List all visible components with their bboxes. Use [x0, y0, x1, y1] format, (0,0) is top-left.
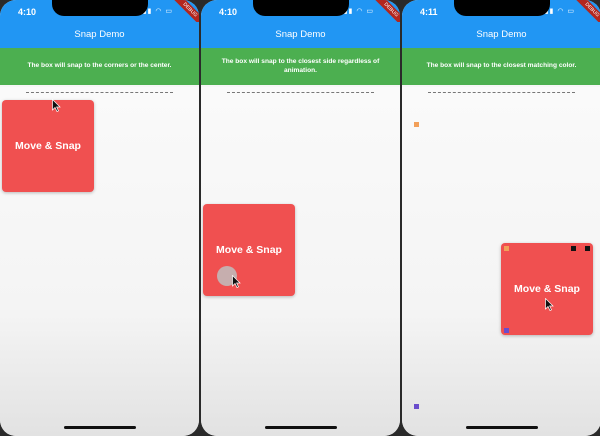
cursor-icon — [232, 275, 241, 288]
notch — [51, 0, 148, 16]
status-icons: ▮▮ ◠ ▭ — [142, 8, 173, 15]
home-indicator — [264, 426, 337, 429]
touch-indicator — [217, 266, 237, 286]
move-snap-box[interactable]: Move & Snap — [203, 204, 295, 296]
status-time: 4:11 — [420, 7, 438, 17]
status-icons: ▮▮ ◠ ▭ — [343, 8, 374, 15]
snap-target-purple — [414, 404, 419, 409]
box-corner-black — [571, 246, 576, 251]
app-bar-title: Snap Demo — [402, 22, 600, 48]
box-corner-purple — [504, 328, 509, 333]
snap-target-orange — [414, 122, 419, 127]
description-banner: The box will snap to the closest matchin… — [402, 48, 600, 85]
home-indicator — [465, 426, 538, 429]
box-corner-orange — [504, 246, 509, 251]
status-time: 4:10 — [219, 7, 238, 17]
dashed-divider — [227, 92, 374, 93]
cursor-icon — [545, 298, 554, 311]
phone-screen-2: 4:10 ▮▮ ◠ ▭ DEBUG Snap Demo The box will… — [201, 0, 400, 436]
home-indicator — [63, 426, 136, 429]
dashed-divider — [26, 92, 173, 93]
phone-screen-3: 4:11 ▮▮ ◠ ▭ DEBUG Snap Demo The box will… — [402, 0, 600, 436]
cursor-icon — [52, 99, 61, 112]
app-bar-title: Snap Demo — [201, 22, 400, 48]
move-snap-box[interactable]: Move & Snap — [501, 243, 593, 335]
status-icons: ▮▮ ◠ ▭ — [544, 8, 575, 15]
notch — [252, 0, 349, 16]
status-time: 4:10 — [18, 7, 37, 17]
phone-screen-1: 4:10 ▮▮ ◠ ▭ DEBUG Snap Demo The box will… — [0, 0, 199, 436]
move-snap-box[interactable]: Move & Snap — [2, 100, 94, 192]
description-banner: The box will snap to the corners or the … — [0, 48, 199, 85]
box-corner-black — [585, 246, 590, 251]
description-banner: The box will snap to the closest side re… — [201, 48, 400, 85]
app-bar-title: Snap Demo — [0, 22, 199, 48]
notch — [453, 0, 550, 16]
dashed-divider — [428, 92, 575, 93]
